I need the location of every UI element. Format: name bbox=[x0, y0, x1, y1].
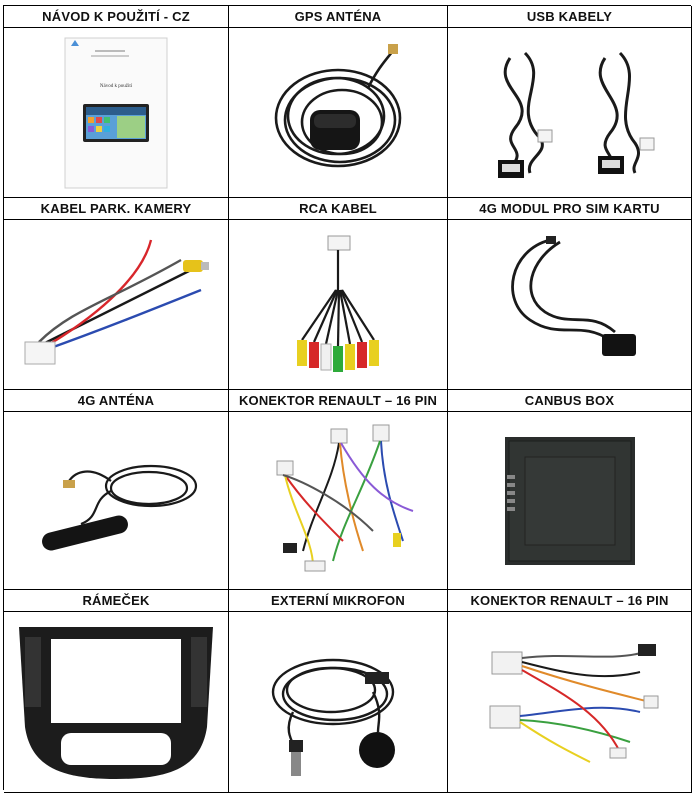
header-gps-antenna: GPS ANTÉNA bbox=[229, 6, 448, 28]
header-rca-cable: RCA KABEL bbox=[229, 198, 448, 220]
header-frame: RÁMEČEK bbox=[4, 590, 229, 612]
cell-manual: Návod k použití bbox=[4, 28, 229, 198]
header-manual: NÁVOD K POUŽITÍ - CZ bbox=[4, 6, 229, 28]
header-4g-module: 4G MODUL PRO SIM KARTU bbox=[448, 198, 692, 220]
cell-renault-connector-2 bbox=[448, 612, 692, 793]
canbus-box-image bbox=[504, 436, 635, 565]
header-renault-connector: KONEKTOR RENAULT – 16 PIN bbox=[229, 390, 448, 412]
4g-module-image bbox=[510, 235, 636, 356]
manual-title: Návod k použití bbox=[100, 84, 133, 89]
header-parking-camera-cable: KABEL PARK. KAMERY bbox=[4, 198, 229, 220]
cell-canbus-box bbox=[448, 412, 692, 590]
usb-cables-image bbox=[497, 51, 654, 178]
parking-camera-cable-image bbox=[24, 239, 209, 364]
cell-frame bbox=[4, 612, 229, 793]
gps-antenna-image bbox=[274, 43, 402, 167]
frame-image bbox=[19, 627, 213, 779]
header-renault-connector-2: KONEKTOR RENAULT – 16 PIN bbox=[448, 590, 692, 612]
cell-external-microphone bbox=[229, 612, 448, 793]
header-usb-cables: USB KABELY bbox=[448, 6, 692, 28]
renault-connector-image bbox=[276, 424, 414, 571]
renault-connector-image bbox=[489, 644, 658, 763]
cell-4g-module bbox=[448, 220, 692, 390]
cell-renault-connector bbox=[229, 412, 448, 590]
microphone-image bbox=[271, 658, 395, 776]
cell-gps-antenna bbox=[229, 28, 448, 198]
rca-cable-image bbox=[297, 235, 379, 372]
4g-antenna-image bbox=[42, 464, 198, 550]
header-4g-antenna: 4G ANTÉNA bbox=[4, 390, 229, 412]
cell-rca-cable bbox=[229, 220, 448, 390]
cell-usb-cables bbox=[448, 28, 692, 198]
cell-4g-antenna bbox=[4, 412, 229, 590]
package-contents-table: NÁVOD K POUŽITÍ - CZ GPS ANTÉNA USB KABE… bbox=[3, 5, 692, 793]
header-external-microphone: EXTERNÍ MIKROFON bbox=[229, 590, 448, 612]
cell-parking-camera-cable bbox=[4, 220, 229, 390]
header-canbus-box: CANBUS BOX bbox=[448, 390, 692, 412]
manual-document-image: Návod k použití bbox=[64, 37, 168, 188]
